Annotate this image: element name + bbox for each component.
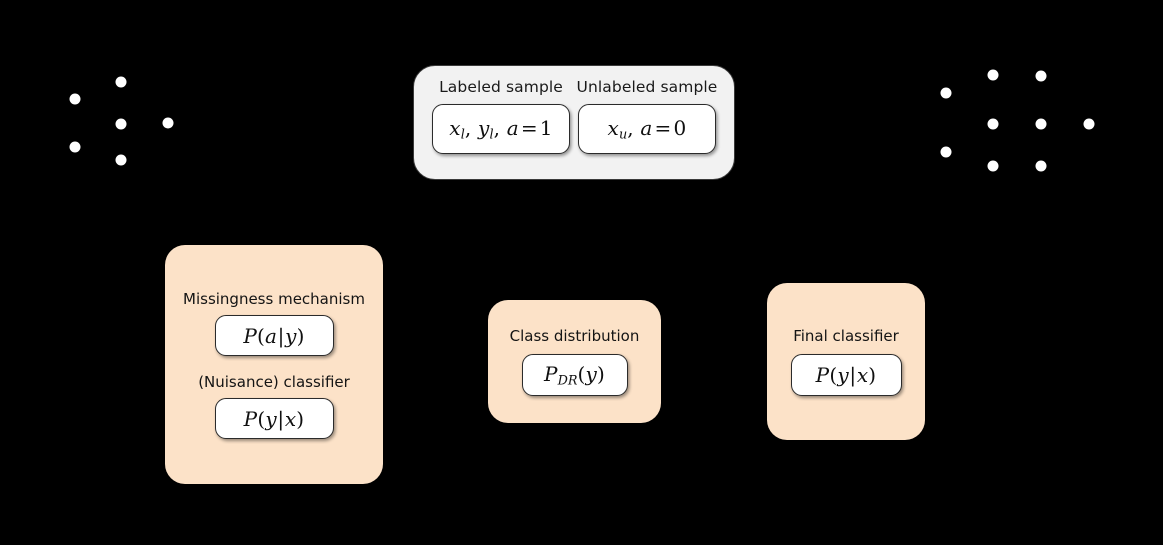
data-point-dot — [1035, 70, 1047, 82]
class-distribution-formula: PDR(y) — [543, 361, 606, 389]
labeled-sample-caption: Labeled sample — [439, 78, 563, 96]
sample-panel: Labeled sample xl, yl, a=1 Unlabeled sam… — [413, 65, 735, 180]
data-point-dot — [987, 160, 999, 172]
data-point-dot — [115, 118, 127, 130]
data-point-dot — [69, 141, 81, 153]
module-class-distribution: Class distribution PDR(y) — [488, 300, 661, 423]
data-point-dot — [162, 117, 174, 129]
missingness-mechanism-chip[interactable]: P(a|y) — [214, 315, 334, 356]
missingness-mechanism-formula: P(a|y) — [243, 323, 305, 348]
data-point-dot — [115, 154, 127, 166]
data-point-dot — [940, 87, 952, 99]
unlabeled-sample-chip[interactable]: xu, a=0 — [578, 104, 716, 154]
data-point-dot — [940, 146, 952, 158]
final-classifier-formula: P(y|x) — [815, 363, 877, 387]
data-point-dot — [1035, 118, 1047, 130]
data-point-dot — [1035, 160, 1047, 172]
data-point-dot — [987, 118, 999, 130]
missingness-mechanism-title: Missingness mechanism — [183, 290, 365, 308]
nuisance-classifier-chip[interactable]: P(y|x) — [214, 398, 334, 439]
unlabeled-sample-formula: xu, a=0 — [607, 115, 687, 143]
unlabeled-sample-group: Unlabeled sample xu, a=0 — [574, 78, 720, 154]
nuisance-classifier-title: (Nuisance) classifier — [198, 373, 350, 391]
final-classifier-title: Final classifier — [793, 327, 899, 345]
labeled-sample-group: Labeled sample xl, yl, a=1 — [428, 78, 574, 154]
class-distribution-chip[interactable]: PDR(y) — [521, 354, 628, 396]
nuisance-classifier-formula: P(y|x) — [243, 406, 305, 431]
data-point-dot — [69, 93, 81, 105]
unlabeled-sample-caption: Unlabeled sample — [576, 78, 718, 96]
module-final-classifier: Final classifier P(y|x) — [767, 283, 925, 440]
class-distribution-title: Class distribution — [509, 327, 640, 345]
labeled-sample-chip[interactable]: xl, yl, a=1 — [432, 104, 570, 154]
data-point-dot — [115, 76, 127, 88]
data-point-dot — [1083, 118, 1095, 130]
labeled-sample-formula: xl, yl, a=1 — [449, 115, 553, 143]
module-missingness-mechanism: Missingness mechanism P(a|y) (Nuisance) … — [165, 245, 383, 484]
final-classifier-chip[interactable]: P(y|x) — [790, 354, 902, 396]
data-point-dot — [987, 69, 999, 81]
